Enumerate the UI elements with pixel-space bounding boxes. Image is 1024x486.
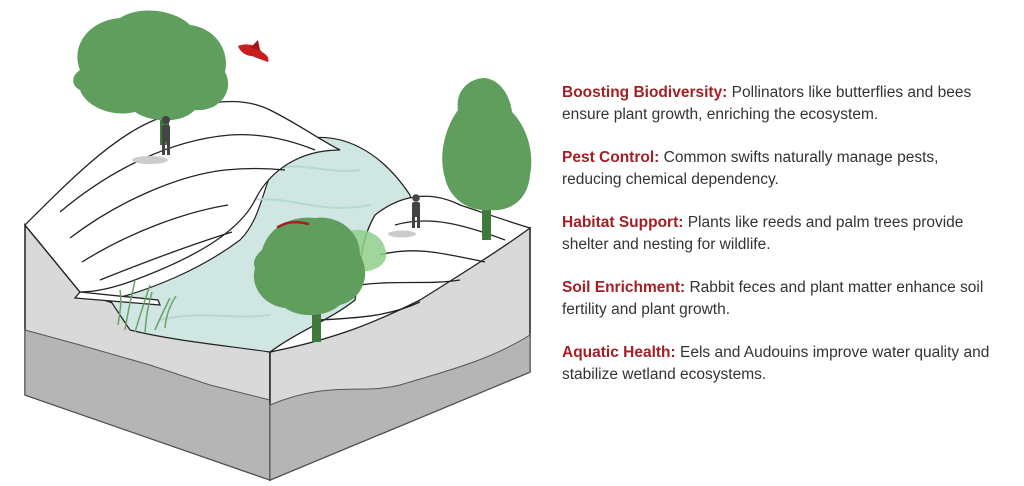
benefit-title: Boosting Biodiversity: <box>562 83 728 101</box>
benefit-item: Pest Control: Common swifts naturally ma… <box>562 147 1002 191</box>
benefit-text: Plants like reeds and palm trees provide… <box>562 213 964 253</box>
reed-icon <box>117 279 177 333</box>
benefit-title: Aquatic Health: <box>562 343 676 361</box>
benefit-item: Boosting Biodiversity: Pollinators like … <box>562 82 1002 126</box>
eel-icon <box>276 220 310 229</box>
tree-icon <box>253 217 387 342</box>
benefit-title: Pest Control: <box>562 148 660 166</box>
benefit-item: Habitat Support: Plants like reeds and p… <box>562 212 1002 256</box>
benefit-item: Aquatic Health: Eels and Audouins improv… <box>562 342 1002 386</box>
benefit-text: Common swifts naturally manage pests, re… <box>562 148 939 188</box>
person-icon <box>388 194 420 238</box>
landscape-diagram <box>24 10 532 482</box>
terraced-hill-left <box>24 100 341 306</box>
benefit-item: Soil Enrichment: Rabbit feces and plant … <box>562 277 1002 321</box>
benefits-list: Boosting Biodiversity: Pollinators like … <box>562 66 1002 407</box>
terraced-hill-right <box>269 195 532 353</box>
tree-icon <box>442 78 532 240</box>
benefit-text: Pollinators like butterflies and bees en… <box>562 83 972 123</box>
bird-icon <box>238 40 269 62</box>
benefit-text: Rabbit feces and plant matter enhance so… <box>562 278 984 318</box>
person-icon <box>132 116 170 164</box>
benefit-title: Soil Enrichment: <box>562 278 686 296</box>
benefit-text: Eels and Audouins improve water quality … <box>562 343 990 383</box>
benefit-title: Habitat Support: <box>562 213 684 231</box>
